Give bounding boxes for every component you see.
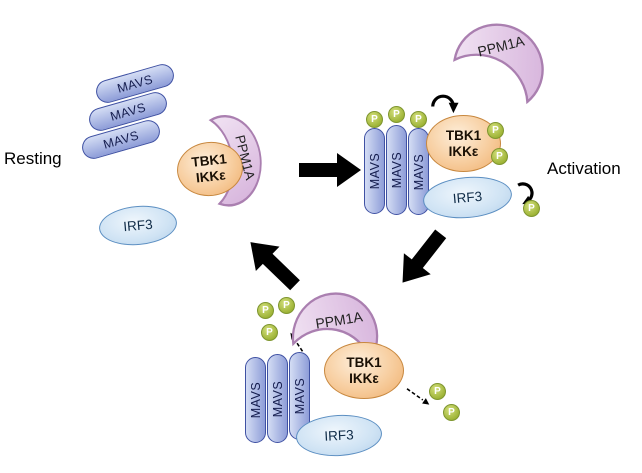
mavs-label: MAVS — [367, 152, 382, 190]
phosphate-badge: P — [410, 111, 427, 128]
released-phosphate-badge: P — [278, 297, 295, 314]
ikke-label: IKKε — [195, 167, 227, 186]
tbk1-ikke-complex-bottom: TBK1 IKKε — [324, 342, 404, 399]
released-phosphate-badge: P — [257, 302, 274, 319]
irf3-label: IRF3 — [323, 427, 354, 444]
phosphate-badge: P — [366, 111, 383, 128]
mavs-label: MAVS — [270, 380, 285, 417]
kinase-dephosphorylation-dashed-arrow-icon — [406, 388, 430, 405]
mavs-bar-activation-1: MAVS — [364, 128, 385, 214]
phosphate-badge: P — [523, 200, 540, 217]
tbk1-label: TBK1 — [346, 354, 382, 370]
mavs-label: MAVS — [389, 151, 404, 189]
mavs-label: MAVS — [411, 153, 426, 190]
arrow-resting-to-activation — [299, 153, 361, 187]
mavs-bar-activation-2: MAVS — [386, 125, 407, 215]
mavs-label: MAVS — [108, 99, 148, 124]
mavs-bar-activation-3: MAVS — [408, 128, 429, 215]
arrow-dephosphorylation-to-resting — [250, 242, 300, 291]
mavs-label: MAVS — [248, 381, 263, 419]
irf3-activation: IRF3 — [421, 173, 514, 222]
phosphate-badge: P — [487, 122, 504, 139]
mavs-bar-bottom-1: MAVS — [245, 357, 266, 443]
irf3-label: IRF3 — [452, 188, 483, 207]
ppm1a-crescent-bottom — [291, 292, 379, 363]
mavs-label: MAVS — [101, 127, 141, 152]
ppm1a-release-curved-arrow-icon — [431, 94, 459, 114]
ikke-label: IKKε — [349, 370, 379, 386]
irf3-label: IRF3 — [122, 216, 154, 235]
arrow-activation-to-dephosphorylation — [402, 229, 447, 283]
released-phosphate-badge: P — [443, 404, 460, 421]
tbk1-label: TBK1 — [445, 127, 482, 143]
ppm1a-crescent-activation — [453, 23, 544, 105]
mavs-label: MAVS — [292, 377, 307, 415]
resting-label: Resting — [4, 149, 62, 168]
released-phosphate-badge: P — [429, 383, 446, 400]
phosphate-badge: P — [491, 148, 508, 165]
mavs-label: MAVS — [115, 71, 155, 96]
activation-label: Activation — [547, 159, 621, 178]
mavs-bar-bottom-2: MAVS — [267, 354, 288, 443]
phosphate-badge: P — [388, 106, 405, 123]
irf3-resting: IRF3 — [97, 202, 179, 249]
ikke-label: IKKε — [448, 143, 479, 159]
released-phosphate-badge: P — [261, 324, 278, 341]
